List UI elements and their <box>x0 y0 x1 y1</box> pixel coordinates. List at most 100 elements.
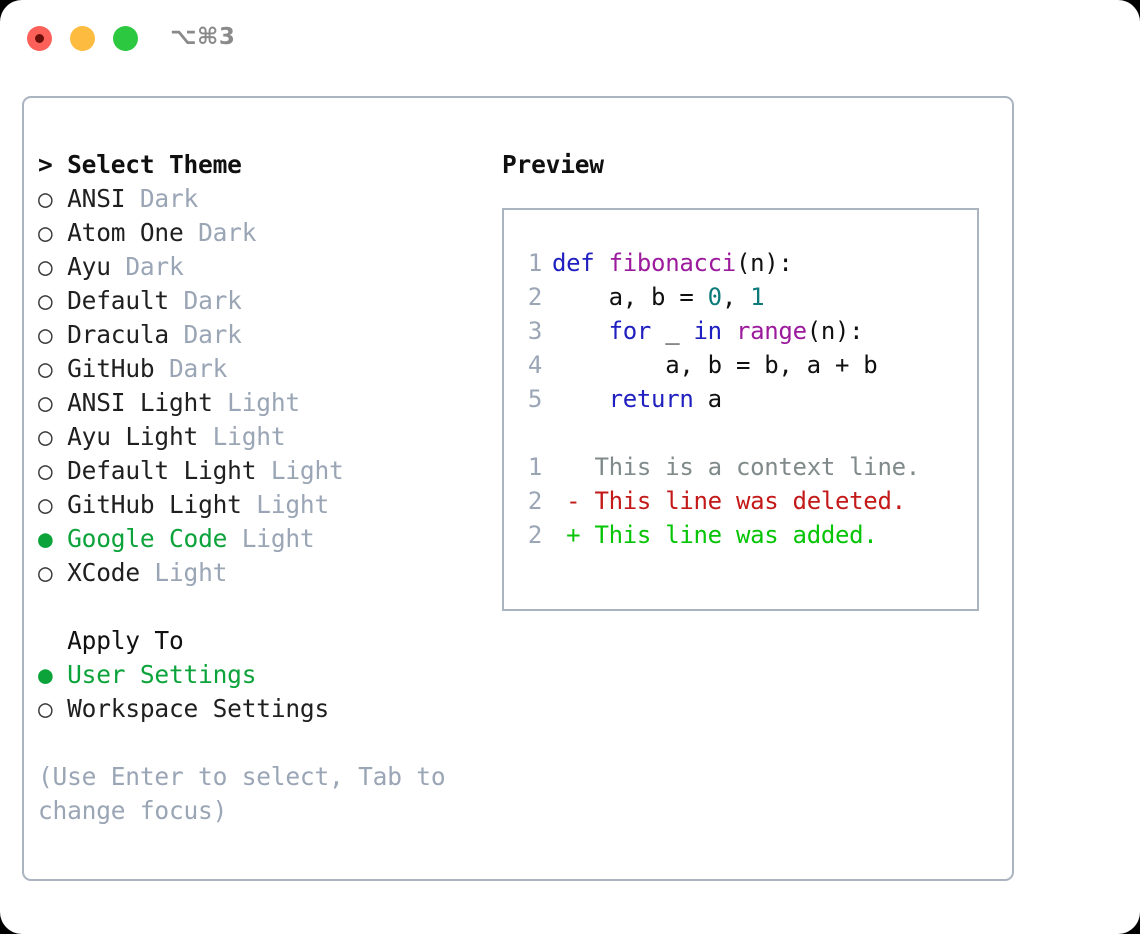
theme-option-label: Dracula <box>52 320 169 349</box>
code-token: in <box>693 317 723 345</box>
radio-selected-icon: ● <box>38 524 53 553</box>
radio-unselected-icon: ○ <box>38 286 53 315</box>
apply-to-option-label: User Settings <box>52 660 257 689</box>
theme-option-ayu-light[interactable]: ○ Ayu Light Light <box>38 420 498 454</box>
code-token: a, b = <box>552 283 708 311</box>
apply-to-option-user-settings[interactable]: ● User Settings <box>38 658 498 692</box>
theme-option-label: ANSI Light <box>52 388 213 417</box>
radio-unselected-icon: ○ <box>38 184 53 213</box>
diff-marker: + <box>552 521 581 549</box>
theme-option-variant-badge: Dark <box>110 252 184 281</box>
code-line: 2 a, b = 0, 1 <box>520 280 977 314</box>
theme-option-github-light[interactable]: ○ GitHub Light Light <box>38 488 498 522</box>
theme-option-label: Atom One <box>52 218 184 247</box>
select-theme-header: > Select Theme <box>38 150 242 179</box>
theme-option-google-code[interactable]: ● Google Code Light <box>38 522 498 556</box>
radio-unselected-icon: ○ <box>38 354 53 383</box>
code-token: def <box>552 249 609 277</box>
radio-unselected-icon: ○ <box>38 320 53 349</box>
diff-line-del: 2 - This line was deleted. <box>520 484 977 518</box>
line-number: 1 <box>527 453 542 481</box>
theme-option-list: ○ ANSI Dark○ Atom One Dark○ Ayu Dark○ De… <box>38 182 498 590</box>
theme-selector-column: > Select Theme ○ ANSI Dark○ Atom One Dar… <box>38 148 498 828</box>
diff-line-ctx: 1 This is a context line. <box>520 450 977 484</box>
diff-marker: - <box>552 487 581 515</box>
code-token <box>722 317 736 345</box>
theme-option-variant-badge: Dark <box>168 286 242 315</box>
code-token: for <box>608 317 652 345</box>
code-token: fibonacci <box>608 249 737 277</box>
diff-text: This line was deleted. <box>580 487 906 515</box>
code-token: _ <box>651 317 694 345</box>
line-number: 1 <box>527 249 542 277</box>
theme-option-variant-badge: Dark <box>154 354 228 383</box>
theme-option-variant-badge: Light <box>241 490 330 519</box>
diff-text: This is a context line. <box>580 453 920 481</box>
line-number: 4 <box>527 351 542 379</box>
theme-option-ansi[interactable]: ○ ANSI Dark <box>38 182 498 216</box>
theme-option-variant-badge: Light <box>227 524 315 553</box>
radio-unselected-icon: ○ <box>38 422 53 451</box>
code-token: a, b = b, a + b <box>552 351 878 379</box>
code-line: 3 for _ in range(n): <box>520 314 977 348</box>
apply-to-option-workspace-settings[interactable]: ○ Workspace Settings <box>38 692 498 726</box>
maximize-button-icon[interactable] <box>113 26 138 51</box>
code-line: 5 return a <box>520 382 977 416</box>
diff-sample: 1 This is a context line.2 - This line w… <box>520 450 977 552</box>
radio-selected-icon: ● <box>38 660 53 689</box>
theme-option-variant-badge: Dark <box>183 218 257 247</box>
code-token <box>552 317 609 345</box>
theme-option-label: Ayu Light <box>52 422 199 451</box>
code-token: 1 <box>750 283 765 311</box>
preview-title: Preview <box>502 150 604 179</box>
radio-unselected-icon: ○ <box>38 490 53 519</box>
apply-to-header: Apply To <box>38 626 184 655</box>
radio-unselected-icon: ○ <box>38 388 53 417</box>
theme-option-variant-badge: Light <box>256 456 344 485</box>
radio-unselected-icon: ○ <box>38 456 53 485</box>
theme-option-ansi-light[interactable]: ○ ANSI Light Light <box>38 386 498 420</box>
theme-option-default-light[interactable]: ○ Default Light Light <box>38 454 498 488</box>
code-token: 0 <box>707 283 722 311</box>
theme-option-label: Default <box>52 286 169 315</box>
theme-option-dracula[interactable]: ○ Dracula Dark <box>38 318 498 352</box>
radio-unselected-icon: ○ <box>38 558 53 587</box>
diff-text: This line was added. <box>580 521 878 549</box>
close-button-icon[interactable] <box>27 26 52 51</box>
theme-option-ayu[interactable]: ○ Ayu Dark <box>38 250 498 284</box>
code-token: (n): <box>806 317 864 345</box>
radio-unselected-icon: ○ <box>38 218 53 247</box>
spacer <box>520 416 977 450</box>
theme-option-label: GitHub Light <box>52 490 242 519</box>
theme-option-github[interactable]: ○ GitHub Dark <box>38 352 498 386</box>
minimize-button-icon[interactable] <box>70 26 95 51</box>
theme-option-atom-one[interactable]: ○ Atom One Dark <box>38 216 498 250</box>
theme-option-variant-badge: Dark <box>168 320 242 349</box>
record-indicator-icon <box>35 34 44 43</box>
theme-option-xcode[interactable]: ○ XCode Light <box>38 556 498 590</box>
diff-marker <box>552 453 580 481</box>
radio-unselected-icon: ○ <box>38 694 53 723</box>
code-token: range <box>735 317 807 345</box>
line-number: 3 <box>527 317 542 345</box>
traffic-light-controls <box>27 26 138 51</box>
code-token: return <box>608 385 694 413</box>
code-token <box>552 385 609 413</box>
code-token: (n): <box>735 249 793 277</box>
line-number: 2 <box>527 521 542 549</box>
theme-option-variant-badge: Light <box>212 388 300 417</box>
apply-to-option-label: Workspace Settings <box>52 694 330 723</box>
theme-option-default[interactable]: ○ Default Dark <box>38 284 498 318</box>
code-token: , <box>721 283 751 311</box>
theme-option-label: Google Code <box>52 524 228 553</box>
code-line: 1 def fibonacci(n): <box>520 246 977 280</box>
apply-to-option-list: ● User Settings○ Workspace Settings <box>38 658 498 726</box>
line-number: 2 <box>527 487 542 515</box>
window-title: ⌥⌘3 <box>170 24 236 50</box>
radio-unselected-icon: ○ <box>38 252 53 281</box>
theme-option-label: GitHub <box>52 354 155 383</box>
